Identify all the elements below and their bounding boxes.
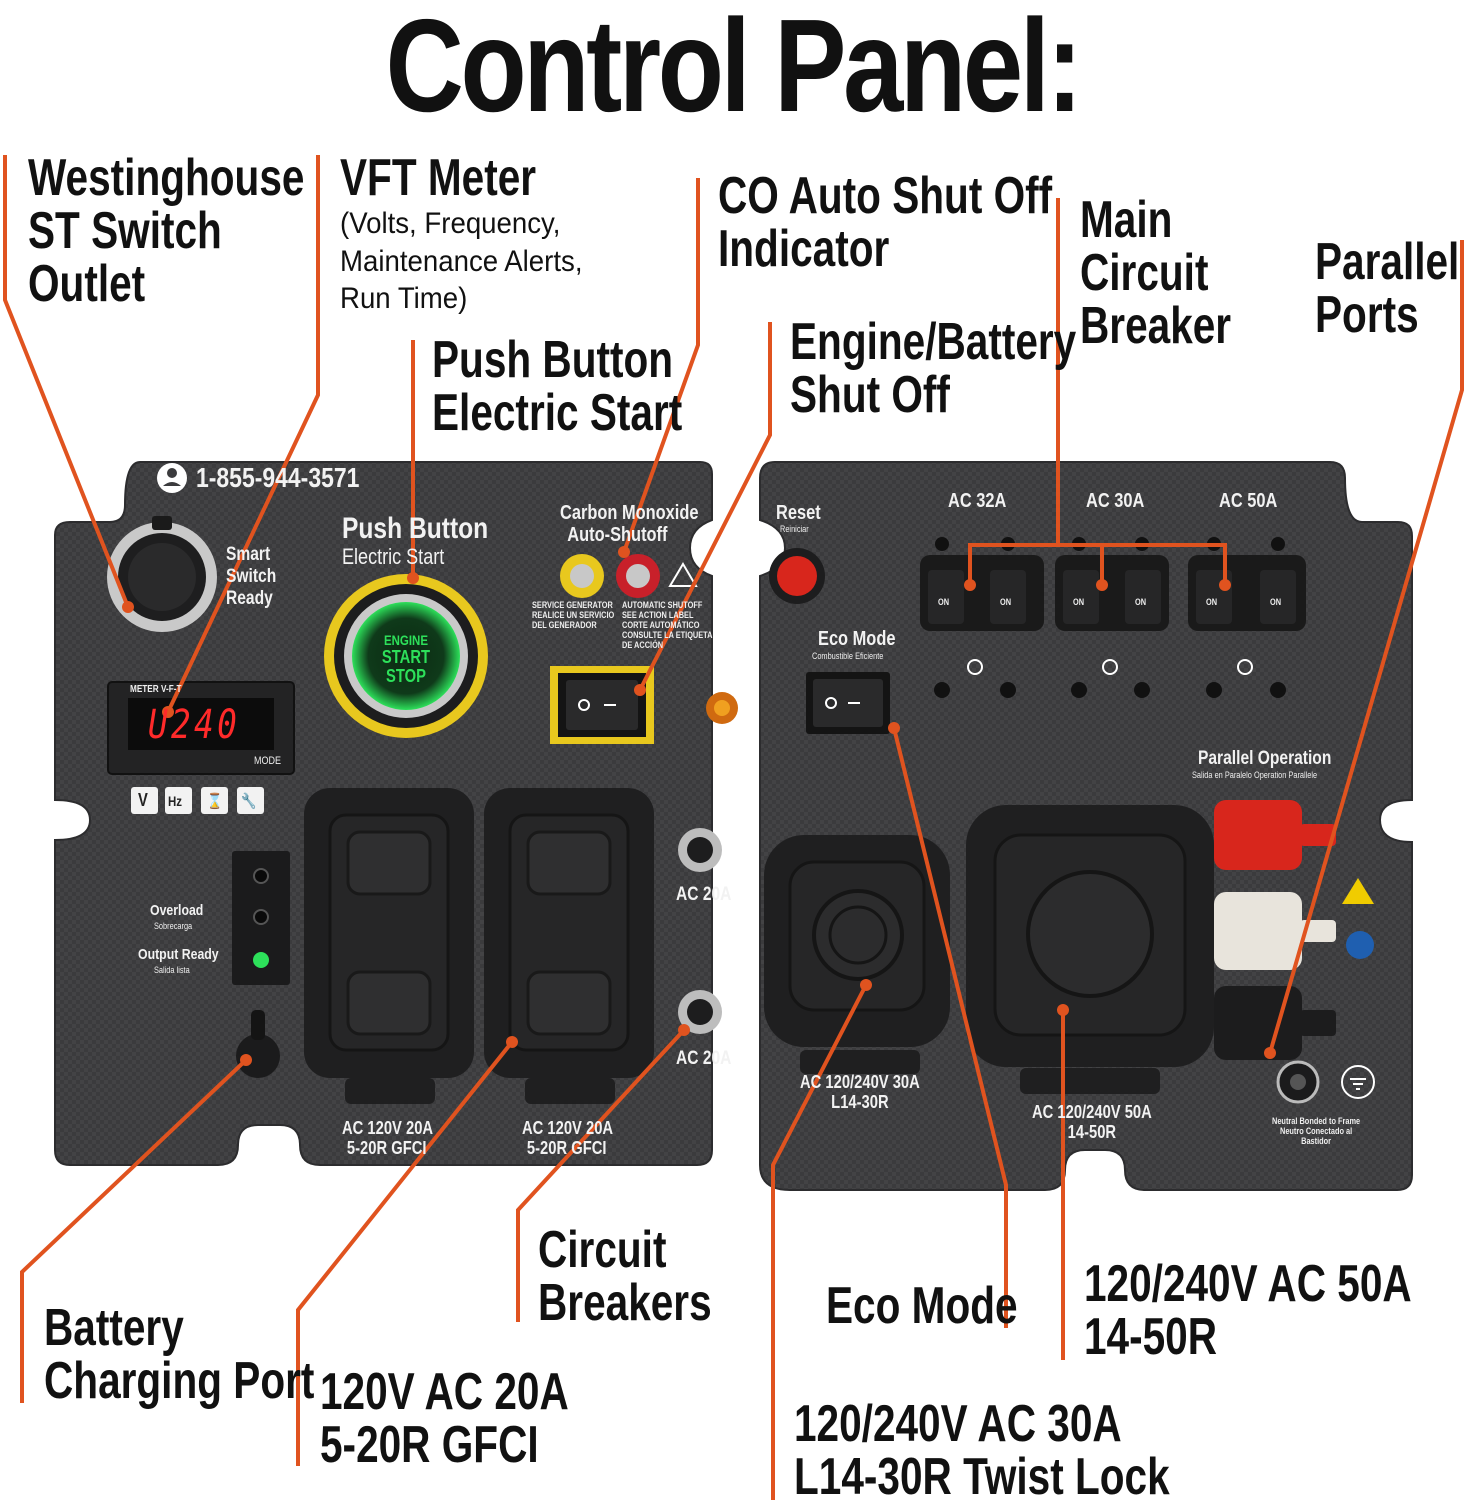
- neutral-label: Neutral Bonded to Frame Neutro Conectado…: [1272, 1116, 1361, 1146]
- breaker-on-4: ON: [1135, 597, 1147, 607]
- callout-dots: [122, 546, 1276, 1066]
- breaker-label-30a: AC 30A: [1086, 490, 1145, 512]
- breaker-on-6: ON: [1270, 597, 1282, 607]
- callout-l14-30: 120/240V AC 30A L14-30R Twist Lock: [794, 1395, 1170, 1506]
- meter-button-hz[interactable]: Hz: [168, 793, 183, 809]
- overload-label: Overload: [150, 902, 204, 919]
- push-button-label: Push Button: [342, 512, 489, 545]
- ground-icon: [1341, 1065, 1375, 1099]
- gfci-label-1: AC 120V 20A 5-20R GFCI: [342, 1118, 434, 1158]
- reset-sub: Reiniciar: [780, 524, 809, 534]
- warning-icon: [1342, 878, 1374, 904]
- callout-parallel-ports: Parallel Ports: [1315, 233, 1460, 345]
- callout-vft-meter: VFT Meter (Volts, Frequency, Maintenance…: [340, 149, 583, 316]
- l14-30r-outlet: [764, 835, 950, 1074]
- smart-switch-label: Smart Switch Ready: [226, 544, 277, 609]
- callout-eco-mode: Eco Mode: [826, 1277, 1018, 1335]
- battery-charging-port: [236, 1034, 280, 1078]
- l14-30r-label: AC 120/240V 30A L14-30R: [800, 1072, 920, 1112]
- callout-co-indicator: CO Auto Shut Off Indicator: [718, 167, 1053, 279]
- page-title: Control Panel:: [385, 0, 1083, 139]
- parallel-operation-sub: Salida en Paralelo Operation Parallele: [1192, 770, 1318, 780]
- gfci-outlet-1: [304, 788, 474, 1104]
- breaker-label-32a: AC 32A: [948, 490, 1007, 512]
- main-breakers: [920, 537, 1306, 698]
- callout-circuit-breakers: Circuit Breakers: [538, 1221, 712, 1333]
- eco-mode-label: Eco Mode: [818, 628, 896, 650]
- output-ready-led: [253, 952, 269, 968]
- engine-button-text: ENGINE START STOP: [381, 632, 431, 686]
- phone-number: 1-855-944-3571: [196, 462, 360, 493]
- callout-engine-battery: Engine/Battery Shut Off: [790, 313, 1077, 425]
- 14-50r-outlet: [966, 805, 1214, 1094]
- meter-display: U240: [148, 702, 241, 748]
- callout-battery-port: Battery Charging Port: [44, 1299, 315, 1411]
- breaker-on-1: ON: [938, 597, 950, 607]
- parallel-operation-label: Parallel Operation: [1198, 748, 1332, 769]
- meter-button-v[interactable]: V: [138, 790, 148, 810]
- service-text: SERVICE GENERATOR REALICE UN SERVICIO DE…: [532, 600, 615, 630]
- callout-main-breaker: Main Circuit Breaker: [1080, 191, 1232, 356]
- callout-westinghouse-outlet: Westinghouse ST Switch Outlet: [28, 149, 305, 314]
- callout-push-button: Push Button Electric Start: [432, 331, 683, 443]
- callout-lines: [3, 155, 1464, 1500]
- callout-14-50: 120/240V AC 50A 14-50R: [1084, 1255, 1412, 1367]
- auto-shutoff-text: AUTOMATIC SHUTOFF SEE ACTION LABEL CORTE…: [622, 600, 713, 650]
- breaker-on-2: ON: [1000, 597, 1012, 607]
- meter-button-hourglass[interactable]: ⌛: [207, 793, 223, 810]
- meter-mode: MODE: [254, 755, 282, 767]
- engine-battery-switch: [566, 680, 638, 730]
- warning-triangle-icon: [668, 562, 698, 587]
- reset-label: Reset: [776, 502, 821, 524]
- callout-gfci: 120V AC 20A 5-20R GFCI: [320, 1363, 569, 1475]
- push-button-sub: Electric Start: [342, 544, 445, 569]
- eco-mode-sub: Combustible Eficiente: [812, 651, 884, 661]
- gfci-label-2: AC 120V 20A 5-20R GFCI: [522, 1118, 614, 1158]
- ac20a-label-2: AC 20A: [676, 1048, 732, 1069]
- manual-icon: [1346, 931, 1374, 959]
- output-ready-label: Output Ready: [138, 946, 219, 963]
- ac20a-label-1: AC 20A: [676, 884, 732, 905]
- breaker-label-50a: AC 50A: [1219, 490, 1278, 512]
- co-label: Carbon Monoxide Auto-Shutoff: [560, 502, 699, 546]
- parallel-ports: [1214, 800, 1336, 1060]
- output-ready-sub: Salida lista: [154, 965, 190, 975]
- gfci-outlet-2: [484, 788, 654, 1104]
- overload-sub: Sobrecarga: [154, 921, 193, 931]
- 14-50r-label: AC 120/240V 50A 14-50R: [1032, 1102, 1152, 1142]
- engine-start-stop-button: [352, 602, 460, 710]
- meter-button-wrench[interactable]: 🔧: [241, 793, 257, 810]
- meter-label: METER V-F-T: [130, 684, 182, 695]
- breaker-on-5: ON: [1206, 597, 1218, 607]
- breaker-on-3: ON: [1073, 597, 1085, 607]
- meter-buttons: [131, 787, 264, 814]
